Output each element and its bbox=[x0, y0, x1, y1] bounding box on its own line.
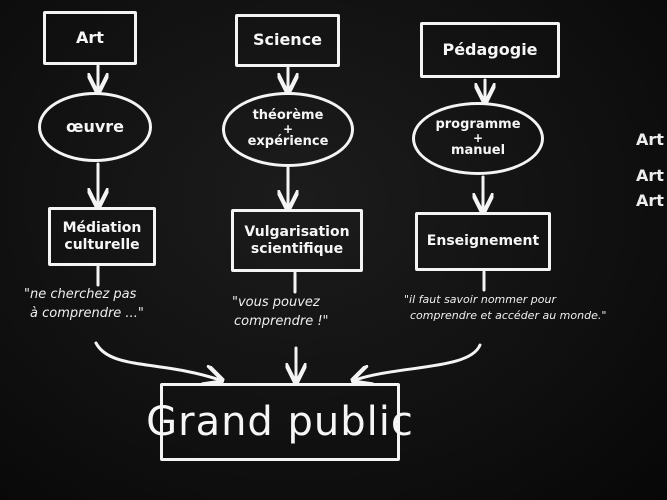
oval-programme-plus: + bbox=[472, 131, 484, 146]
quote-art: "ne cherchez pas à comprendre ..." bbox=[24, 286, 144, 324]
arrow-art-to-grand-public bbox=[94, 341, 220, 380]
quote-pedagogie-line-2: comprendre et accéder au monde." bbox=[410, 308, 607, 322]
oval-programme-manuel: programme + manuel bbox=[412, 102, 544, 175]
box-science: Science bbox=[235, 14, 340, 67]
box-art: Art bbox=[43, 11, 137, 65]
box-enseignement: Enseignement bbox=[415, 212, 551, 271]
box-vulgarisation-line-1: Vulgarisation bbox=[244, 224, 350, 241]
quote-science-line-1: "vous pouvez bbox=[232, 295, 320, 310]
oval-programme-line-2: manuel bbox=[450, 142, 506, 158]
quote-science: "vous pouvez comprendre !" bbox=[232, 294, 329, 332]
oval-theoreme-plus: + bbox=[282, 122, 294, 137]
quote-pedagogie-line-1: "il faut savoir nommer pour bbox=[404, 293, 556, 306]
oval-theoreme-experience: théorème + expérience bbox=[222, 92, 354, 167]
box-vulgarisation-line-2: scientifique bbox=[250, 240, 344, 257]
box-pedagogie: Pédagogie bbox=[420, 22, 560, 78]
quote-art-line-1: "ne cherchez pas bbox=[24, 287, 137, 302]
side-fragment-1: Art bbox=[636, 130, 664, 149]
oval-theoreme-line-1: théorème bbox=[252, 108, 324, 124]
quote-science-line-2: comprendre !" bbox=[234, 313, 329, 329]
oval-oeuvre-label: œuvre bbox=[65, 116, 125, 136]
oval-programme-line-1: programme bbox=[435, 117, 521, 133]
oval-oeuvre: œuvre bbox=[38, 92, 152, 162]
arrow-pedagogie-to-grand-public bbox=[355, 343, 482, 380]
side-fragment-2: Art bbox=[636, 166, 664, 185]
box-enseignement-label: Enseignement bbox=[426, 233, 540, 250]
box-pedagogie-label: Pédagogie bbox=[442, 39, 538, 59]
box-grand-public: Grand public bbox=[146, 383, 413, 461]
box-grand-public-label: Grand public bbox=[146, 399, 414, 445]
box-art-label: Art bbox=[76, 27, 104, 47]
box-vulgarisation-scientifique: Vulgarisation scientifique bbox=[231, 209, 363, 272]
quote-pedagogie: "il faut savoir nommer pour comprendre e… bbox=[404, 292, 606, 324]
box-science-label: Science bbox=[252, 30, 323, 50]
quote-art-line-2: à comprendre ..." bbox=[30, 305, 144, 321]
side-fragment-3: Art bbox=[636, 191, 664, 210]
box-mediation-culturelle: Médiation culturelle bbox=[48, 207, 156, 266]
box-mediation-line-2: culturelle bbox=[64, 236, 140, 253]
oval-theoreme-line-2: expérience bbox=[247, 133, 329, 149]
box-mediation-line-1: Médiation bbox=[62, 220, 142, 237]
